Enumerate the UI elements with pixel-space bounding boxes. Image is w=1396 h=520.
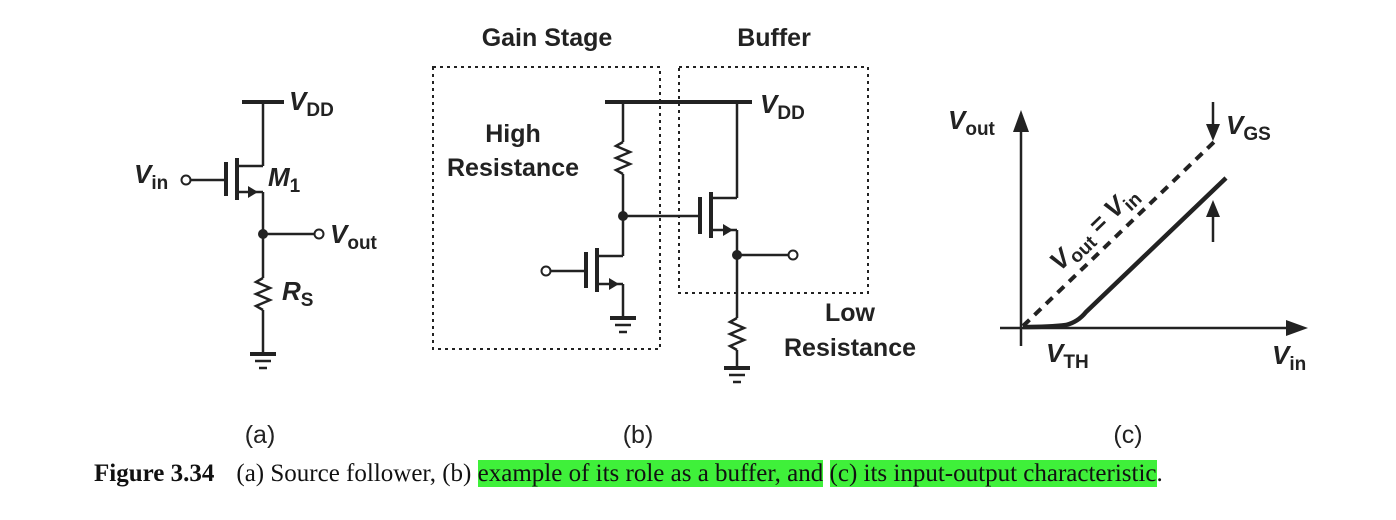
identity-line-label: Vout = Vin xyxy=(1043,179,1146,280)
vout-terminal-a xyxy=(313,228,325,240)
caption-end: . xyxy=(1156,460,1163,487)
caption-highlight1: example of its role as a buffer, and xyxy=(477,460,824,487)
buffer-output-terminal xyxy=(787,249,799,261)
caption-part2 xyxy=(823,460,829,487)
vout-label-a: Vout xyxy=(330,219,378,254)
gain-stage-title: Gain Stage xyxy=(482,24,613,52)
resistor-rs xyxy=(252,276,274,312)
identity-line xyxy=(1021,140,1216,328)
figure-number: Figure 3.34 xyxy=(94,460,215,487)
m1-arrow xyxy=(248,186,258,198)
low-resistance-line2: Resistance xyxy=(784,334,916,362)
ground-symbol-a xyxy=(250,352,276,370)
panel-label-c: (c) xyxy=(1113,421,1142,449)
vdd-label-a: VDD xyxy=(289,86,334,121)
x-axis-arrow xyxy=(1286,320,1308,336)
ground-symbol-b2 xyxy=(724,366,750,384)
panel-c-characteristic: Vout Vin VTH Vout = Vin VGS (c) xyxy=(948,102,1308,449)
ground-symbol-b1 xyxy=(610,316,636,334)
vgs-arrow-bottom-head xyxy=(1206,200,1220,217)
vin-terminal-a xyxy=(180,174,192,186)
buffer-title: Buffer xyxy=(737,24,811,52)
high-resistance-line2: Resistance xyxy=(447,154,579,182)
vth-label: VTH xyxy=(1046,338,1089,373)
caption-part1: (a) Source follower, (b) xyxy=(236,460,478,487)
panel-a-source-follower: VDD Vin M1 Vout RS (a) xyxy=(134,86,378,449)
buffer-box xyxy=(678,66,869,294)
gain-input-terminal xyxy=(540,265,552,277)
vgs-label: VGS xyxy=(1226,110,1271,145)
y-axis-label: Vout xyxy=(948,105,996,140)
y-axis-arrow xyxy=(1013,110,1029,132)
cs-arrow xyxy=(609,278,619,290)
vin-label-a: Vin xyxy=(134,159,168,194)
load-resistor xyxy=(612,140,634,176)
panel-b-buffer-example: Gain Stage Buffer High Resistance Low Re… xyxy=(432,24,916,449)
rs-label: RS xyxy=(282,276,313,311)
x-axis-label: Vin xyxy=(1272,340,1306,375)
gain-stage-box xyxy=(432,66,661,350)
high-resistance-line1: High xyxy=(485,120,541,148)
figure-caption: Figure 3.34 (a) Source follower, (b) exam… xyxy=(94,456,1163,492)
sf-arrow xyxy=(723,224,733,236)
vgs-arrow-top-head xyxy=(1206,124,1220,141)
panel-label-b: (b) xyxy=(623,421,654,449)
buffer-resistor xyxy=(726,316,748,352)
low-resistance-line1: Low xyxy=(825,299,876,327)
characteristic-curve xyxy=(1022,176,1228,330)
vdd-label-b: VDD xyxy=(760,89,805,124)
caption-highlight2-prefix: (c) xyxy=(829,460,858,487)
m1-label: M1 xyxy=(268,162,301,197)
caption-highlight2: its input-output characteristic xyxy=(857,460,1157,487)
panel-label-a: (a) xyxy=(245,421,276,449)
